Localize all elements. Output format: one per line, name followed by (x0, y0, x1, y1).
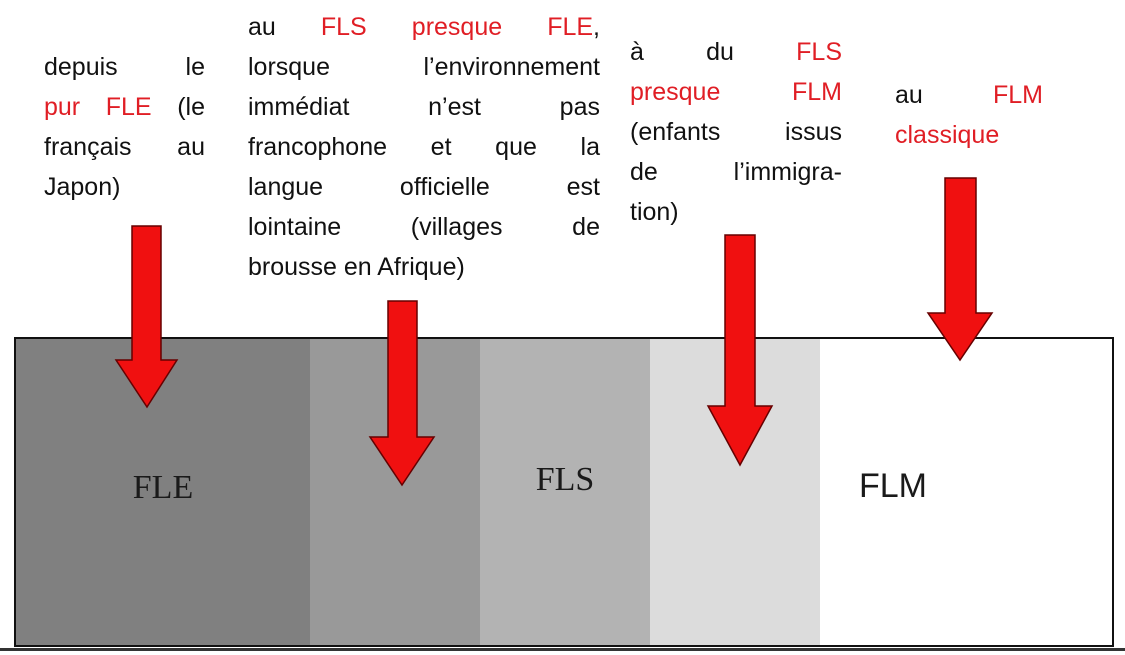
highlighted-term: presque FLM (630, 78, 842, 106)
text-segment: tion) (630, 198, 679, 226)
text-line: à du FLS (630, 32, 842, 72)
text-segment: à du (630, 38, 797, 66)
text-segment: brousse en Afrique) (248, 253, 465, 281)
text-line: de l’immigra- (630, 152, 842, 192)
text-line: Japon) (44, 167, 205, 207)
highlighted-term: FLS (796, 38, 842, 66)
text-block-fls-presque-flm: à du FLS presque FLM (enfants issus de l’im… (630, 32, 842, 232)
band-flm: FLM (820, 339, 1112, 645)
text-block-flm-classique: au FLM classique (895, 75, 1043, 155)
text-line: (enfants issus (630, 112, 842, 152)
text-segment: au (895, 81, 993, 109)
text-segment: (le (151, 93, 205, 121)
band-fls-flm (650, 339, 820, 645)
text-segment: (enfants issus (630, 118, 842, 146)
text-line: pur FLE (le (44, 87, 205, 127)
arrow-down-icon (926, 177, 994, 362)
text-segment: lointaine (villages de (248, 213, 600, 241)
text-segment: langue officielle est (248, 173, 600, 201)
text-line: presque FLM (630, 72, 842, 112)
text-block-pur-fle: depuis le pur FLE (le français au Japon) (44, 47, 205, 207)
text-line: brousse en Afrique) (248, 247, 600, 287)
bottom-divider (0, 648, 1125, 651)
highlighted-term: FLM (993, 81, 1043, 109)
band-fle-fls (310, 339, 480, 645)
text-line: au FLM (895, 75, 1043, 115)
highlighted-term: classique (895, 121, 1000, 149)
band-label-flm: FLM (859, 467, 927, 505)
continuum-box: FLE FLS FLM (14, 337, 1114, 647)
text-segment: de l’immigra- (630, 158, 842, 186)
text-segment: lorsque l’environnement (248, 53, 600, 81)
text-line: au FLS presque FLE, (248, 7, 600, 47)
text-line: francophone et que la (248, 127, 600, 167)
text-line: langue officielle est (248, 167, 600, 207)
text-block-fls-presque-fle: au FLS presque FLE, lorsque l’environneme… (248, 7, 600, 287)
text-segment: au (248, 13, 321, 41)
highlighted-term: pur FLE (44, 93, 152, 121)
band-fle: FLE (16, 339, 310, 645)
text-segment: , (593, 13, 600, 41)
band-label-fle: FLE (132, 469, 194, 506)
band-fls: FLS (480, 339, 650, 645)
text-line: tion) (630, 192, 842, 232)
band-label-fls: FLS (535, 461, 595, 498)
text-line: lointaine (villages de (248, 207, 600, 247)
text-line: immédiat n’est pas (248, 87, 600, 127)
text-line: français au (44, 127, 205, 167)
text-line: depuis le (44, 47, 205, 87)
text-segment: depuis le (44, 53, 205, 81)
text-line: classique (895, 115, 1043, 155)
text-segment: français au (44, 133, 205, 161)
highlighted-term: FLS presque FLE (320, 13, 594, 41)
text-segment: immédiat n’est pas (248, 93, 600, 121)
text-line: lorsque l’environnement (248, 47, 600, 87)
text-segment: Japon) (44, 173, 121, 201)
text-segment: francophone et que la (248, 133, 600, 161)
